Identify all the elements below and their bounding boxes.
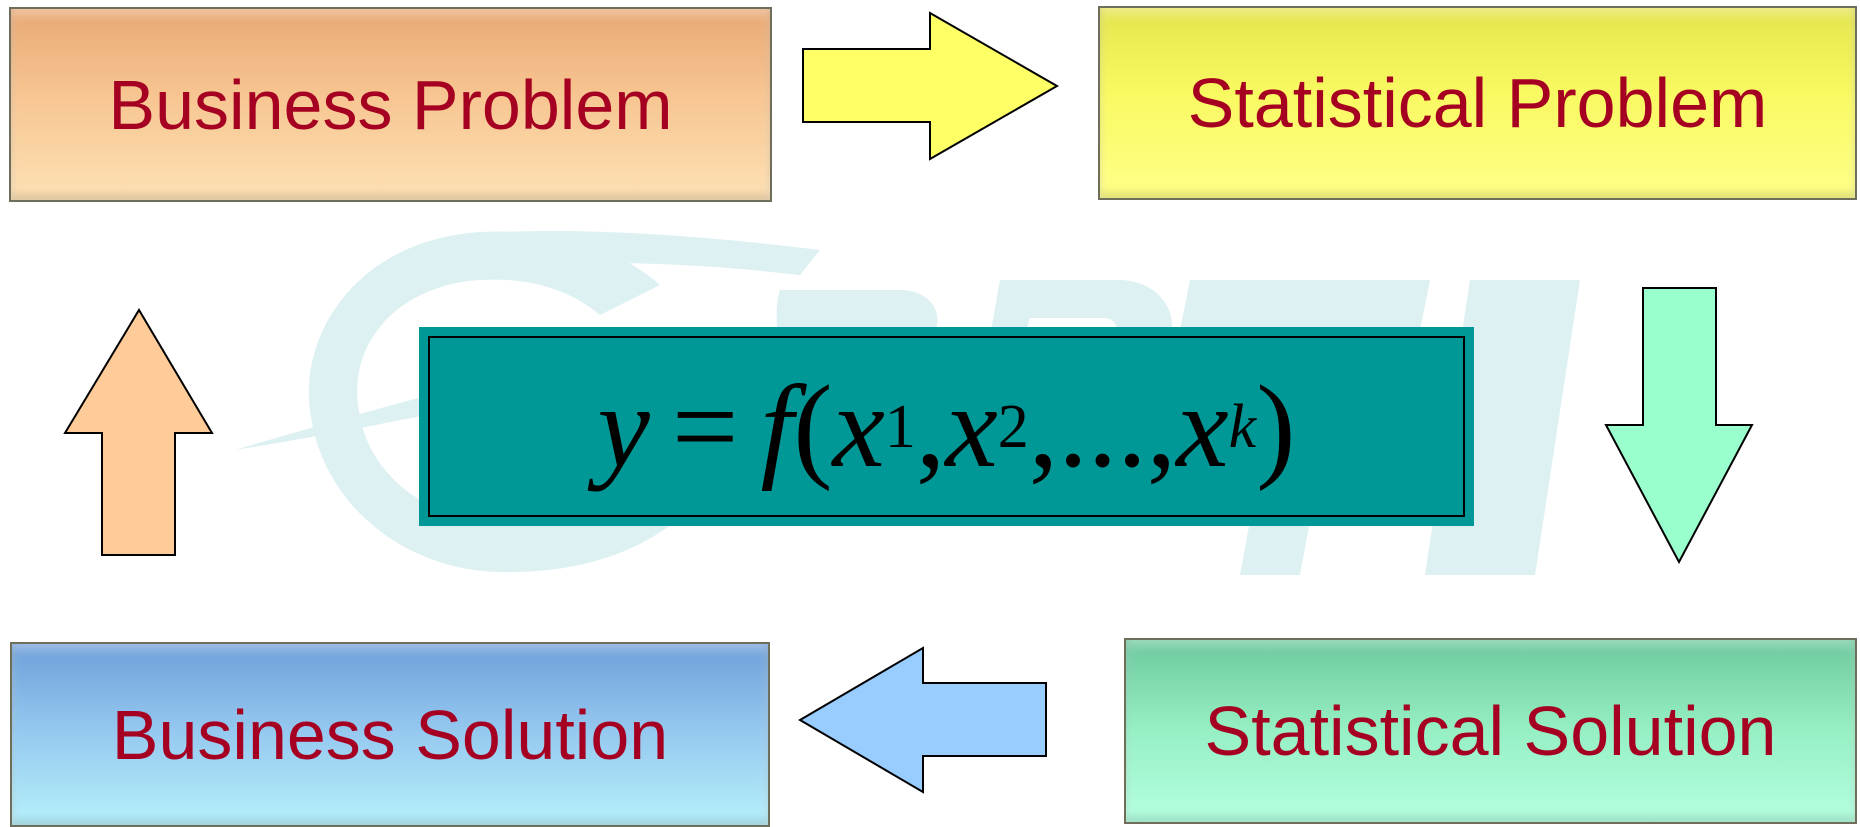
business-problem-label: Business Problem — [108, 65, 673, 144]
left-arrow-icon — [798, 646, 1047, 794]
formula-comma-3: , — [1146, 360, 1177, 492]
right-arrow-icon — [802, 11, 1060, 161]
statistical-problem-box: Statistical Problem — [1098, 6, 1857, 200]
business-solution-label: Business Solution — [111, 695, 669, 774]
business-problem-box: Business Problem — [9, 7, 772, 202]
formula-ellipsis: ... — [1058, 360, 1147, 492]
formula-x1: x — [832, 360, 885, 492]
formula-equals: = — [671, 360, 739, 492]
formula-f: f — [760, 360, 794, 492]
up-arrow-icon — [63, 308, 214, 556]
statistical-solution-box: Statistical Solution — [1124, 638, 1857, 824]
formula-xk: x — [1176, 360, 1229, 492]
formula-comma-2: , — [1028, 360, 1059, 492]
formula-y: y — [597, 360, 650, 492]
formula-open-paren: ( — [793, 360, 833, 492]
formula-comma-1: , — [915, 360, 946, 492]
statistical-solution-label: Statistical Solution — [1204, 692, 1777, 770]
formula-close-paren: ) — [1256, 360, 1296, 492]
down-arrow-icon — [1604, 287, 1754, 565]
formula-x2: x — [945, 360, 998, 492]
statistical-problem-label: Statistical Problem — [1187, 64, 1768, 142]
business-solution-box: Business Solution — [10, 642, 770, 827]
